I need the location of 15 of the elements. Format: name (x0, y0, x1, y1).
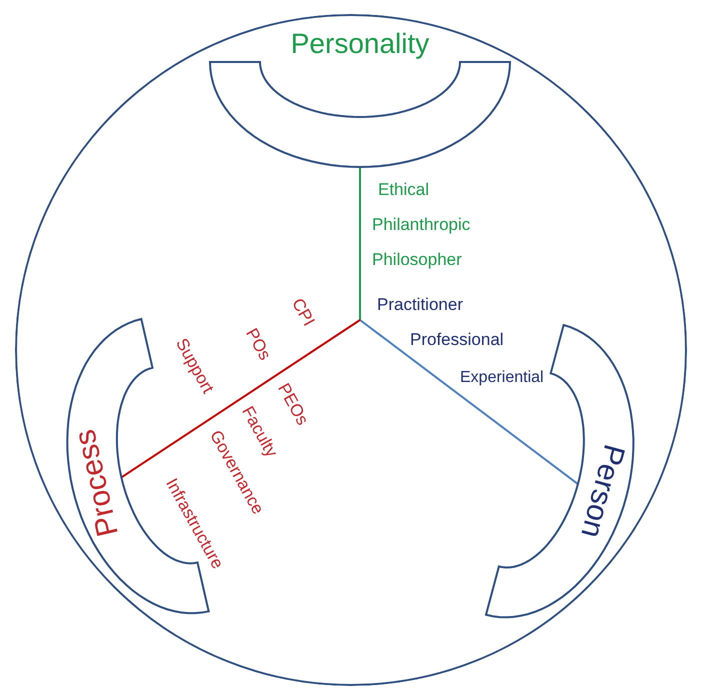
category-heading: Personality (290, 30, 430, 58)
attribute-label: Experiential (460, 368, 544, 388)
attribute-label: CPI (287, 295, 318, 330)
attribute-label: Philosopher (372, 250, 462, 270)
attribute-label: Philanthropic (372, 215, 470, 235)
attribute-label: Professional (410, 330, 504, 350)
spoke-line (359, 167, 361, 320)
attribute-label: Ethical (378, 180, 430, 200)
attribute-label: Practitioner (377, 295, 463, 315)
spoke-line (120, 319, 361, 478)
spoke-line (359, 319, 579, 485)
attribute-label: POs (241, 325, 275, 364)
attribute-label: PEOs (274, 380, 312, 428)
category-heading: Person (575, 441, 629, 541)
category-heading: Process (70, 426, 124, 540)
